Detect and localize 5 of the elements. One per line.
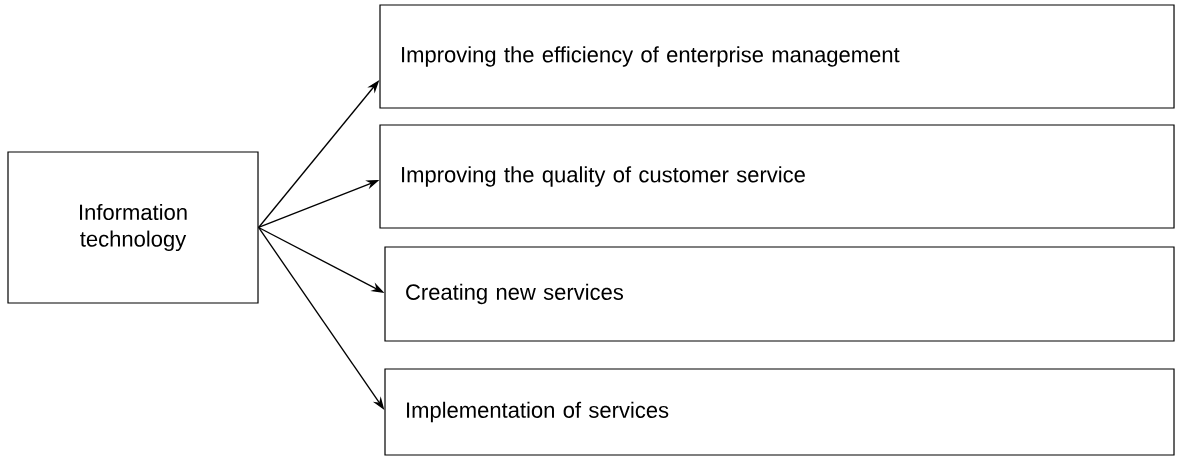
process-box: Improving the quality of customer service (379, 124, 1175, 229)
process-box: Creating new services (384, 246, 1175, 342)
process-box: Information technology (7, 151, 259, 304)
process-box: Implementation of services (384, 368, 1175, 456)
process-box: Improving the efficiency of enterprise management (379, 4, 1175, 109)
